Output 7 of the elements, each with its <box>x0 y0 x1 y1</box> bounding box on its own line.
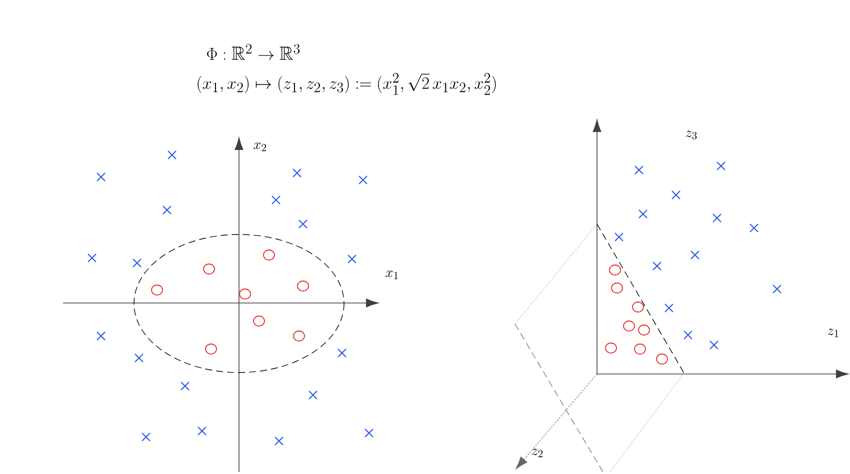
axis-label: $z_1$ <box>828 328 838 338</box>
axis-label: $z_2$ <box>532 448 543 458</box>
formula: $\Phi : \mathbb{R}^2 \to \mathbb{R}^3$ <box>207 44 300 60</box>
axis-label: $x_2$ <box>254 142 266 152</box>
formula: $(x_1, x_2) \mapsto (z_1, z_2, z_3) := (x_1^2, \sqrt{2}\, x_1 x_2, x_2^2)$ <box>198 73 496 95</box>
axis-label: $x_1$ <box>386 270 398 280</box>
axis-label: $z_3$ <box>686 130 697 140</box>
